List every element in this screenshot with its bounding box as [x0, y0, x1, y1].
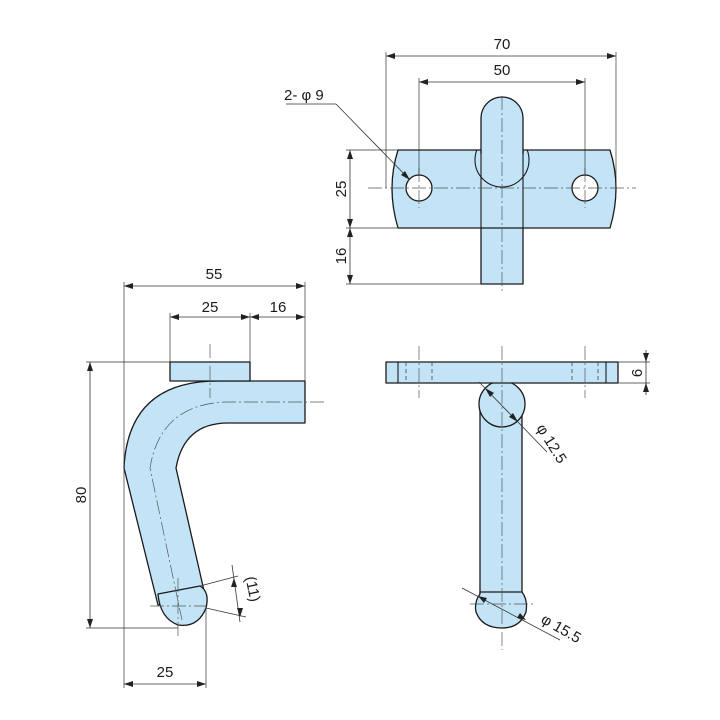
top-view-plate	[391, 149, 617, 229]
dim-side-bottom-offset: 25	[157, 664, 174, 681]
dim-side-ball-ref: (11)	[241, 575, 263, 604]
dim-front-ball-dia: φ 15.5	[538, 611, 584, 647]
front-view: 6 φ 12.5 φ 15.5	[385, 346, 650, 650]
top-view: 70 50 2- φ 9 25 16	[284, 36, 636, 292]
dim-top-plate-height: 25	[333, 181, 350, 198]
dim-top-hole-callout: 2- φ 9	[284, 87, 324, 104]
dim-side-tip-length: 16	[270, 299, 287, 316]
dim-side-overall-width: 55	[206, 266, 223, 283]
dim-front-plate-thickness: 6	[629, 369, 646, 377]
side-view: 55 25 16 80 25 (11)	[73, 266, 324, 688]
front-view-rod	[479, 404, 523, 600]
dim-front-rod-dia: φ 12.5	[533, 421, 570, 467]
dim-side-plate-width: 25	[202, 299, 219, 316]
dim-top-hole-pitch: 50	[494, 62, 511, 79]
side-view-rod	[123, 380, 306, 606]
dim-top-overall-width: 70	[494, 36, 511, 53]
dim-top-stem-length: 16	[333, 248, 350, 265]
dim-side-height: 80	[73, 487, 90, 504]
